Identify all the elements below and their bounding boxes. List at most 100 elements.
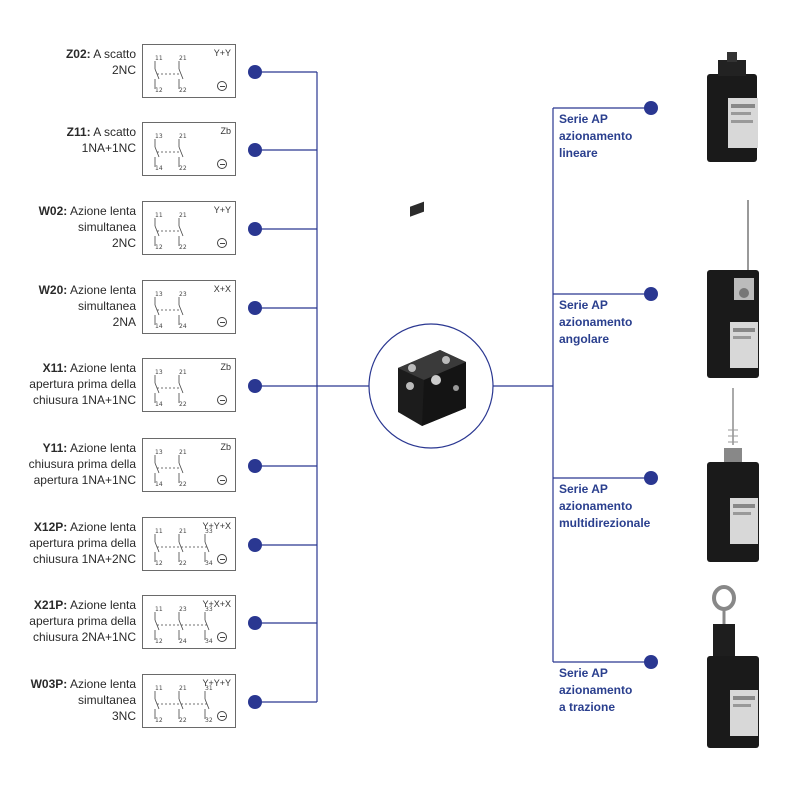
terminal-number: 24 <box>179 323 187 330</box>
terminal-number: 14 <box>155 323 163 330</box>
contact-type-label: Y+Y+Y <box>202 678 231 688</box>
contact-block-desc-line: apertura prima della <box>29 614 136 628</box>
contact-block-code: X12P: <box>33 520 68 534</box>
contact-block-code: X21P: <box>33 598 68 612</box>
terminal-number: 12 <box>155 560 163 567</box>
terminal-number: 22 <box>179 401 187 408</box>
terminal-number: 11 <box>155 212 163 219</box>
terminal-number: 13 <box>155 291 163 298</box>
contact-type-label: X+X <box>213 284 231 294</box>
contact-block-code: Z11: <box>66 125 91 139</box>
series-label-line: azionamento <box>559 315 633 329</box>
contact-schematic <box>154 139 184 167</box>
terminal-number: 14 <box>155 401 163 408</box>
positive-opening-icon <box>217 395 227 405</box>
contact-block-desc-line: Azione lenta <box>67 598 136 612</box>
positive-opening-icon <box>217 81 227 91</box>
terminal-number: 21 <box>179 55 187 62</box>
contact-block-desc-line: A scatto <box>90 47 136 61</box>
contact-block-desc-line: 2NA <box>112 315 136 329</box>
terminal-number: 33 <box>205 528 213 535</box>
contact-block-desc-line: simultanea <box>77 693 136 707</box>
contact-block-code: W03P: <box>30 677 68 691</box>
positive-opening-icon <box>217 475 227 485</box>
terminal-number: 33 <box>205 606 213 613</box>
positive-opening-icon <box>217 632 227 642</box>
terminal-number: 13 <box>155 449 163 456</box>
contact-block-desc-line: 3NC <box>111 709 136 723</box>
contact-block-desc-line: apertura 1NA+1NC <box>33 473 136 487</box>
positive-opening-icon <box>217 238 227 248</box>
terminal-number: 12 <box>155 244 163 251</box>
product-image-linear <box>707 52 758 162</box>
contact-type-label: Zb <box>220 362 231 372</box>
terminal-number: 11 <box>155 606 163 613</box>
series-label-line: Serie AP <box>559 482 608 496</box>
terminal-number: 31 <box>205 685 213 692</box>
terminal-number: 24 <box>179 638 187 645</box>
contact-type-label: Zb <box>220 126 231 136</box>
contact-block-label: W03P: Azione lenta simultanea 3NC <box>0 676 136 724</box>
contact-block-image <box>398 201 466 426</box>
contact-type-label: Y+Y <box>213 48 231 58</box>
terminal-number: 23 <box>179 291 187 298</box>
contact-block-desc-line: apertura prima della <box>29 536 136 550</box>
contact-type-label: Y+Y+X <box>202 521 231 531</box>
terminal-number: 21 <box>179 133 187 140</box>
terminal-number: 22 <box>179 87 187 94</box>
terminal-number: 22 <box>179 165 187 172</box>
connector-dot <box>644 287 658 301</box>
connector-dot <box>644 655 658 669</box>
terminal-number: 11 <box>155 528 163 535</box>
contact-block-desc-line: Azione lenta <box>67 677 136 691</box>
connector-dot <box>644 101 658 115</box>
contact-block-desc-line: Azione lenta <box>67 361 136 375</box>
contact-schematic <box>154 218 184 246</box>
contact-block-desc-line: A scatto <box>90 125 136 139</box>
contact-block-code: Y11: <box>42 441 68 455</box>
series-label-line: azionamento <box>559 499 633 513</box>
contact-block-desc-line: simultanea <box>77 220 136 234</box>
contact-schematic <box>154 455 184 483</box>
series-label-line: Serie AP <box>559 666 608 680</box>
positive-opening-icon <box>217 711 227 721</box>
contact-block-code: X11: <box>42 361 68 375</box>
terminal-number: 22 <box>179 481 187 488</box>
connector-dot <box>248 616 262 630</box>
series-label-line: azionamento <box>559 129 633 143</box>
positive-opening-icon <box>217 554 227 564</box>
contact-block-desc-line: chiusura 1NA+1NC <box>32 393 136 407</box>
terminal-number: 23 <box>179 606 187 613</box>
terminal-number: 12 <box>155 717 163 724</box>
series-label-line: azionamento <box>559 683 633 697</box>
contact-block-desc-line: simultanea <box>77 299 136 313</box>
terminal-number: 32 <box>205 717 213 724</box>
terminal-number: 21 <box>179 369 187 376</box>
terminal-number: 14 <box>155 165 163 172</box>
contact-schematic <box>154 297 184 325</box>
series-label-line: Serie AP <box>559 112 608 126</box>
series-label-line: lineare <box>559 146 598 160</box>
positive-opening-icon <box>217 159 227 169</box>
terminal-number: 34 <box>205 638 213 645</box>
connector-dot <box>248 143 262 157</box>
terminal-number: 21 <box>179 528 187 535</box>
product-image-angular <box>707 200 759 378</box>
contact-block-desc-line: chiusura 2NA+1NC <box>32 630 136 644</box>
